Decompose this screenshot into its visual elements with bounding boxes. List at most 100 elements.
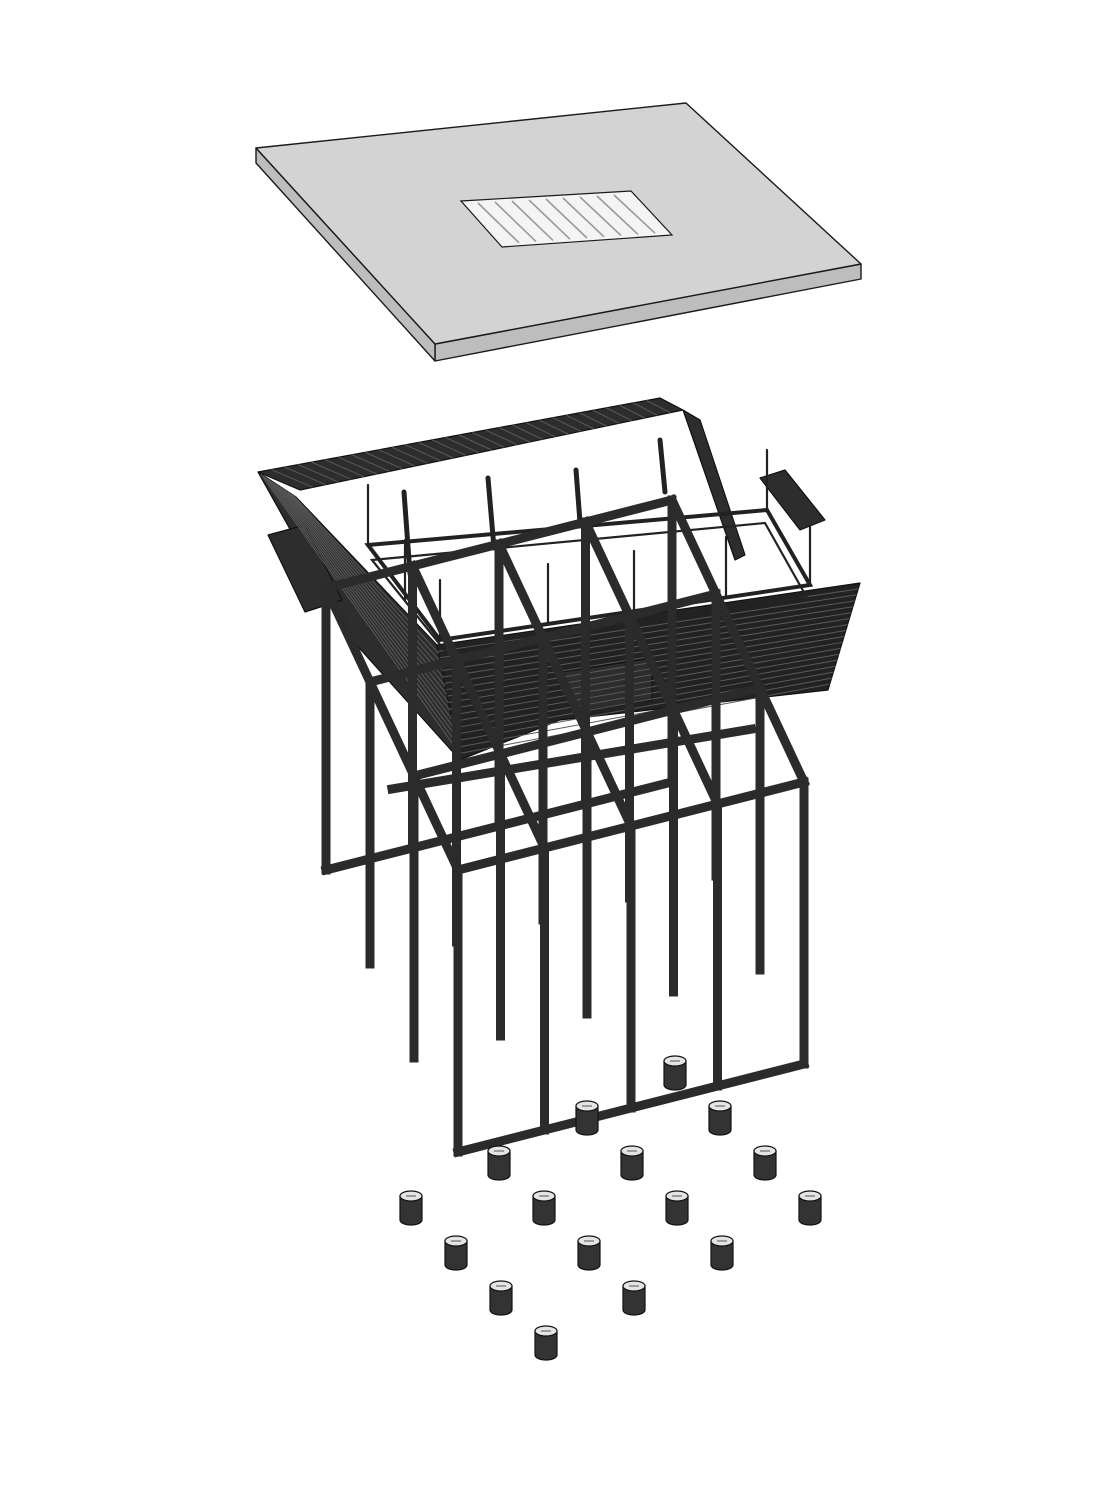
pier-body bbox=[577, 1240, 601, 1271]
skylight-slat bbox=[579, 196, 622, 237]
frame-brace bbox=[386, 724, 757, 795]
pier-body bbox=[753, 1150, 777, 1181]
canopy-slat bbox=[364, 451, 403, 470]
wall-board bbox=[456, 671, 834, 742]
frame-tie-beam bbox=[320, 776, 678, 876]
wall-board bbox=[282, 487, 446, 687]
wall-board bbox=[454, 665, 836, 735]
pier-body bbox=[399, 1195, 423, 1226]
wall-board bbox=[447, 630, 846, 697]
wall-board bbox=[268, 478, 454, 728]
canopy-slat bbox=[646, 400, 671, 414]
foundation-pier bbox=[399, 1190, 423, 1226]
pier-body bbox=[534, 1330, 558, 1361]
canopy-slat bbox=[445, 437, 479, 454]
foundation-pier bbox=[444, 1235, 468, 1271]
foundation-pier bbox=[575, 1100, 599, 1136]
wall-board bbox=[279, 485, 448, 695]
canopy-slat bbox=[405, 444, 441, 462]
canopy-slat bbox=[552, 417, 582, 432]
skylight-slat bbox=[545, 198, 588, 239]
pier-body bbox=[444, 1240, 468, 1271]
structural-frame-layer bbox=[320, 494, 810, 1158]
foundation-pier bbox=[708, 1100, 732, 1136]
pier-body bbox=[489, 1285, 513, 1316]
foundation-pier bbox=[663, 1055, 687, 1091]
foundation-pier bbox=[710, 1235, 734, 1271]
foundation-piers-layer bbox=[399, 1055, 822, 1361]
pier-body bbox=[487, 1150, 511, 1181]
wall-board bbox=[442, 606, 853, 672]
canopy-slat bbox=[324, 459, 365, 478]
frame-beam bbox=[579, 516, 724, 810]
wall-board bbox=[450, 647, 841, 716]
canopy-support bbox=[573, 467, 583, 525]
foundation-pier bbox=[577, 1235, 601, 1271]
skylight-slat bbox=[528, 199, 571, 240]
wall-board bbox=[453, 659, 837, 729]
canopy-slat bbox=[539, 419, 569, 435]
pier-body bbox=[798, 1195, 822, 1226]
frame-beam bbox=[493, 538, 637, 832]
canopy-slat bbox=[271, 469, 313, 488]
canopy-slat bbox=[472, 432, 505, 448]
canopy-slat bbox=[284, 466, 326, 486]
courtyard-rail-lower bbox=[369, 521, 808, 654]
frame-beam bbox=[406, 560, 551, 854]
pier-body bbox=[620, 1150, 644, 1181]
foundation-pier bbox=[753, 1145, 777, 1181]
canopy-support bbox=[657, 437, 668, 495]
pier-body bbox=[665, 1195, 689, 1226]
pier-body bbox=[532, 1195, 556, 1226]
foundation-pier bbox=[665, 1190, 689, 1226]
wall-back-top bbox=[257, 397, 684, 491]
frame-tie-beam bbox=[452, 1058, 810, 1158]
skylight-slat bbox=[477, 202, 520, 244]
pier-body bbox=[710, 1240, 734, 1271]
skylight-slat bbox=[494, 201, 537, 243]
canopy-slat bbox=[525, 422, 556, 438]
canopy-slat bbox=[592, 409, 620, 424]
foundation-pier bbox=[798, 1190, 822, 1226]
right-side-bench bbox=[759, 469, 826, 531]
skylight-slat bbox=[511, 200, 554, 241]
skylight-slat bbox=[562, 197, 605, 238]
foundation-pier bbox=[489, 1280, 513, 1316]
roof-slab-layer bbox=[255, 102, 862, 362]
wall-board bbox=[271, 480, 453, 720]
foundation-pier bbox=[534, 1325, 558, 1361]
wall-board bbox=[284, 489, 444, 679]
pier-body bbox=[663, 1060, 687, 1091]
pier-body bbox=[622, 1285, 646, 1316]
skylight-slat bbox=[613, 194, 656, 234]
wall-board bbox=[265, 477, 456, 736]
frame-beam bbox=[320, 582, 464, 876]
canopy-slat bbox=[418, 441, 454, 459]
canopy-support bbox=[401, 489, 413, 577]
canopy-slat bbox=[458, 434, 492, 451]
pier-body bbox=[708, 1105, 732, 1136]
canopy-slat bbox=[498, 427, 531, 443]
wall-board bbox=[260, 473, 459, 753]
wall-left-face bbox=[257, 471, 461, 761]
canopy-slat bbox=[391, 446, 428, 464]
wall-board bbox=[452, 653, 839, 723]
wall-board bbox=[457, 677, 832, 748]
canopy-slat bbox=[431, 439, 467, 456]
wall-board bbox=[263, 475, 458, 744]
canopy-slat bbox=[378, 449, 416, 467]
canopy-slat bbox=[512, 424, 543, 440]
wall-board bbox=[440, 600, 855, 665]
canopy-slat bbox=[298, 464, 339, 483]
canopy-slat bbox=[579, 412, 607, 427]
skylight-slats bbox=[477, 194, 656, 244]
skylight-slat bbox=[596, 195, 639, 235]
canopy-slat bbox=[351, 454, 390, 472]
canopy-slat bbox=[619, 404, 645, 419]
pier-body bbox=[575, 1105, 599, 1136]
skylight bbox=[459, 190, 674, 248]
foundation-pier bbox=[532, 1190, 556, 1226]
canopy-slat bbox=[632, 402, 658, 416]
wall-right-panel bbox=[682, 409, 746, 561]
